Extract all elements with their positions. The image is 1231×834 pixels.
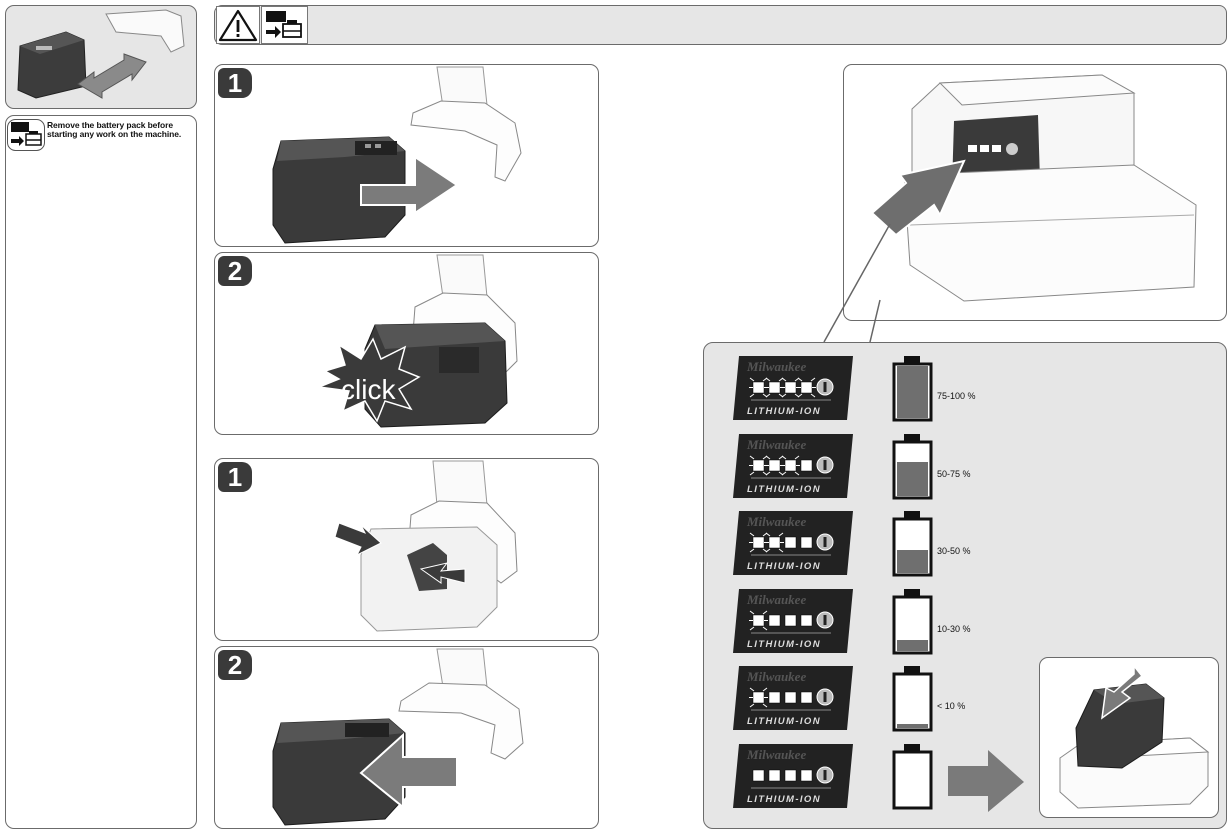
charge-percent-label: 75-100 % (937, 391, 976, 401)
step-number: 2 (218, 256, 252, 286)
note-line-2: starting any work on the machine. (47, 129, 182, 139)
led-glow (749, 610, 768, 631)
charge-percent-label: < 10 % (937, 701, 966, 711)
charge-percent-label: 50-75 % (937, 469, 971, 479)
callout-line (823, 223, 891, 343)
led-glow (781, 377, 800, 398)
remove-step-2-panel: 2 (214, 646, 599, 829)
step-number: 2 (218, 650, 252, 680)
charger-panel (1039, 657, 1219, 818)
led-indicator (768, 459, 781, 472)
led-glow (781, 455, 800, 476)
led-indicator (768, 614, 781, 627)
battery-fill (897, 640, 928, 651)
battery-fill (897, 366, 928, 418)
led-indicator (752, 691, 765, 704)
led-indicator (800, 769, 813, 782)
step-number: 1 (218, 68, 252, 98)
battery-level-icon (892, 354, 934, 422)
led-indicator (752, 536, 765, 549)
remove-step-1-panel: 1 (214, 458, 599, 641)
note-line-1: Remove the battery pack before (47, 120, 173, 130)
led-indicator (768, 691, 781, 704)
charge-percent-label: 30-50 % (937, 546, 971, 556)
lithium-ion-label: LITHIUM-ION (747, 406, 821, 417)
battery-level-icon (892, 742, 934, 810)
brand-logo: Milwaukee (746, 747, 806, 762)
led-indicator (768, 381, 781, 394)
led-glow (749, 377, 768, 398)
lithium-ion-label: LITHIUM-ION (747, 484, 821, 495)
battery-click-illustration: click (316, 254, 518, 428)
brand-logo: Milwaukee (746, 514, 806, 529)
led-indicator (784, 381, 797, 394)
thumbnail-illustration (17, 9, 185, 99)
led-indicator (752, 614, 765, 627)
led-indicator (784, 459, 797, 472)
pull-out-battery-illustration (272, 648, 524, 826)
charger-illustration (1059, 663, 1210, 809)
insert-battery-illustration (272, 66, 522, 244)
insert-step-2-panel: 2 click (214, 252, 599, 435)
led-indicator (800, 459, 813, 472)
lithium-ion-label: LITHIUM-ION (747, 716, 821, 727)
charge-percent-label: 10-30 % (937, 624, 971, 634)
lithium-ion-label: LITHIUM-ION (747, 561, 821, 572)
thumbnail-panel (5, 5, 197, 109)
led-indicator (784, 614, 797, 627)
led-glow (749, 687, 768, 708)
brand-logo: Milwaukee (746, 592, 806, 607)
led-glow (765, 532, 784, 553)
lithium-ion-label: LITHIUM-ION (747, 794, 821, 805)
battery-level-icon (892, 664, 934, 732)
battery-fill (897, 724, 928, 728)
battery-closeup-panel (843, 64, 1227, 321)
led-indicator (800, 536, 813, 549)
brand-logo: Milwaukee (746, 437, 806, 452)
press-release-illustration (334, 460, 518, 632)
led-indicator (800, 691, 813, 704)
battery-fill (897, 550, 928, 573)
header-bar (214, 5, 1227, 45)
battery-level-icon (892, 432, 934, 500)
warning-triangle-icon (216, 6, 260, 44)
brand-logo: Milwaukee (746, 669, 806, 684)
battery-fill (897, 462, 928, 496)
led-indicator (768, 536, 781, 549)
led-indicator (752, 459, 765, 472)
led-indicator (768, 769, 781, 782)
battery-level-icon (892, 509, 934, 577)
led-glow (797, 377, 816, 398)
lithium-ion-label: LITHIUM-ION (747, 639, 821, 650)
led-indicator (784, 536, 797, 549)
note-panel: Remove the battery pack before starting … (5, 115, 197, 829)
header-remove-battery-icon (261, 6, 308, 44)
click-label: click (341, 374, 396, 405)
battery-level-icon (892, 587, 934, 655)
led-indicator (752, 381, 765, 394)
insert-step-1-panel: 1 (214, 64, 599, 247)
arrow-to-charger (948, 750, 1024, 812)
battery-fuel-gauge-illustration (870, 74, 1197, 302)
note-text: Remove the battery pack before starting … (47, 121, 197, 139)
step-number: 1 (218, 462, 252, 492)
remove-battery-icon (7, 119, 45, 151)
led-indicator (800, 614, 813, 627)
led-indicator (752, 769, 765, 782)
led-indicator (784, 769, 797, 782)
brand-logo: Milwaukee (746, 359, 806, 374)
led-indicator (800, 381, 813, 394)
led-indicator (784, 691, 797, 704)
